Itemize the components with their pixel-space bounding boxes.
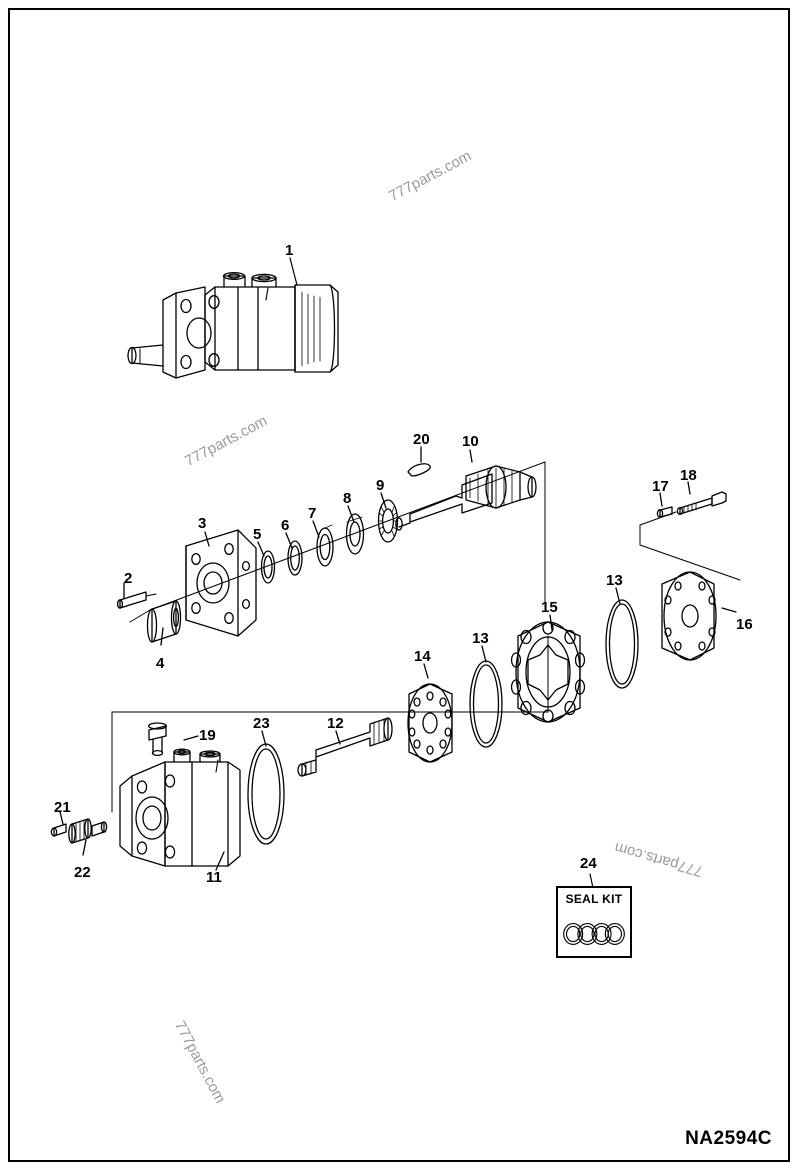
- item3-flange: [185, 529, 257, 637]
- callout-1: 1: [285, 242, 294, 259]
- callout-12: 12: [327, 715, 344, 732]
- item16-end-plate: [661, 571, 737, 661]
- item23-oring: [247, 730, 285, 845]
- item8-thrust-washer: [345, 505, 365, 555]
- seal-kit-rings-icon: [563, 923, 625, 945]
- callout-20: 20: [413, 431, 430, 448]
- callout-16: 16: [736, 616, 753, 633]
- item5-seal: [257, 541, 276, 584]
- item6-oring: [285, 532, 303, 576]
- item19-plug: [148, 722, 199, 757]
- motor-assembly-item1: [127, 257, 339, 379]
- item10-shaft: [395, 449, 537, 531]
- callout-13b: 13: [606, 572, 623, 589]
- exploded-axis-top: [129, 461, 546, 623]
- item17-plug: [656, 492, 673, 518]
- drawing-code: NA2594C: [685, 1128, 772, 1149]
- callout-5: 5: [253, 526, 262, 543]
- item21-plug: [50, 811, 67, 837]
- item20-key: [407, 446, 431, 477]
- exploded-axis-bottom: [111, 635, 549, 813]
- callout-18: 18: [680, 467, 697, 484]
- callout-9: 9: [376, 477, 385, 494]
- item13-upper-oring: [605, 587, 639, 689]
- callout-22: 22: [74, 864, 91, 881]
- item18-screw: [639, 481, 741, 581]
- callout-6: 6: [281, 517, 290, 534]
- callout-19: 19: [199, 727, 216, 744]
- callout-14: 14: [414, 648, 431, 665]
- seal-kit-box: SEAL KIT: [556, 886, 632, 958]
- callout-13: 13: [472, 630, 489, 647]
- callout-24: 24: [580, 855, 597, 872]
- item12-drive-shaft: [297, 717, 393, 777]
- callout-8: 8: [343, 490, 352, 507]
- callout-4: 4: [156, 655, 165, 672]
- callout-7: 7: [308, 505, 317, 522]
- drawing-border: [8, 8, 790, 1162]
- item11-housing: [119, 748, 241, 871]
- item2-pin: [116, 582, 157, 609]
- callout-11: 11: [206, 869, 222, 886]
- callout-15: 15: [541, 599, 558, 616]
- item4-bushing: [146, 600, 182, 646]
- callout-10: 10: [462, 433, 479, 450]
- item7-seal-ring: [312, 520, 334, 567]
- item13-lower-oring: [469, 645, 503, 748]
- seal-kit-label: SEAL KIT: [565, 892, 623, 906]
- item14-wear-plate: [407, 663, 453, 763]
- callout-23: 23: [253, 715, 270, 732]
- item22-seal: [68, 818, 108, 856]
- callout-21: 21: [54, 799, 71, 816]
- callout-3: 3: [198, 515, 207, 532]
- item9-thrust-bearing: [377, 492, 399, 543]
- callout-17: 17: [652, 478, 669, 495]
- callout-2: 2: [124, 570, 133, 587]
